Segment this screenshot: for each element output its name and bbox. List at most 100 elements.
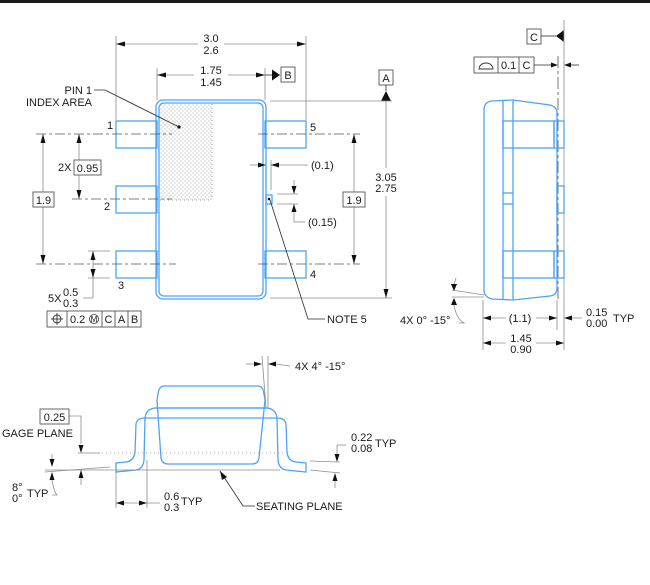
span-left: 1.9 [36,195,51,207]
pin1-label-line2: INDEX AREA [26,97,93,109]
lead-thickness-suffix: TYP [375,438,396,450]
leader-line [69,415,82,444]
position-datum-2: A [118,314,126,326]
standoff-min: 0.00 [586,318,607,330]
dim-line [453,277,457,285]
arrow-icon [254,361,262,367]
note-label: NOTE 5 [327,314,367,326]
side-lead-end [553,250,565,279]
arrow-icon [76,190,82,199]
foot-angle-min: 0° [12,493,23,505]
arrow-icon [451,298,457,305]
ext-line [309,460,341,463]
standoff-max: 0.15 [586,307,607,319]
lead-width-max: 0.5 [63,287,78,299]
datum-a: A [382,73,390,85]
arrow-icon [40,134,46,143]
seating-label: SEATING PLANE [256,501,343,513]
pitch: 0.95 [77,163,98,175]
pin-1 [115,120,158,149]
pin-4 [264,250,307,279]
note5-marker [265,194,273,205]
leader-line [269,199,325,320]
datum-b-box [280,66,296,83]
top-border [0,0,650,3]
side-body [483,99,558,301]
arrow-icon [271,162,279,168]
position-datum-1: C [105,314,113,326]
arrow-icon [551,62,558,68]
arrow-icon [451,284,457,291]
arrow-icon [383,289,389,298]
angle-arc [453,304,466,324]
datum-triangle-icon [556,30,564,42]
gage-value-box [39,408,70,425]
front-body [156,385,266,465]
arrow-icon [78,445,84,453]
foot-length-min: 0.3 [164,502,179,514]
pin1-label-line1: PIN 1 [64,85,92,97]
leader-line [94,89,180,128]
ext-line [44,466,111,473]
lead-width-min: 0.3 [63,298,78,310]
mmc-modifier: M [91,315,98,324]
gage-label: GAGE PLANE [2,428,73,440]
front-lead-outline [115,407,307,473]
side-lead [502,120,555,149]
pin-number-2: 2 [104,201,110,213]
arrow-icon [116,500,124,506]
ext-line [451,289,485,296]
pitch-count: 2X [58,162,72,174]
arrow-icon [40,255,46,264]
arrow-icon [258,162,266,168]
datum-triangle-icon [381,91,391,101]
position-tolerance-value: 0.2 [70,314,85,326]
total-height-max: 1.45 [510,333,531,345]
arrow-icon [157,72,166,78]
arrow-icon [116,41,125,47]
profile-tolerance-frame: 0.1 C [473,56,535,74]
arrow-icon [351,134,357,143]
pin-2 [115,185,158,214]
pin-3 [115,250,158,279]
overall-width-min: 2.6 [203,45,218,57]
leader-dot [177,125,181,129]
mmc-modifier-icon [89,314,99,324]
arrow-icon [78,470,84,478]
package-body-inner [158,102,264,297]
datum-c-box [526,28,542,45]
profile-tolerance-value: 0.1 [501,60,516,72]
arrow-icon [332,473,338,481]
arrow-icon [297,41,306,47]
arrow-icon [220,471,227,480]
arrow-icon [549,315,557,321]
arrow-icon [483,315,491,321]
body-length-min: 2.75 [375,183,396,195]
front-draft-angle: 4X 4° -15° [295,361,345,373]
side-lead [502,250,555,279]
pin-number-4: 4 [310,269,316,281]
pin-number-5: 5 [310,122,316,134]
body-width-max: 1.75 [200,65,221,77]
arrow-icon [291,186,297,194]
arrow-icon [90,251,96,260]
arrow-icon [268,361,276,367]
side-lead-end [553,120,565,149]
span-right-box [342,191,366,208]
pin-5 [264,120,307,149]
note-offset-y: (0.15) [308,217,337,229]
position-icon [51,313,63,325]
lead-thickness-max: 0.22 [351,432,372,444]
ext-line [309,469,341,474]
arrow-icon [334,454,340,462]
datum-b: B [284,70,291,82]
front-view: 0.25 GAGE PLANE SEATING PLANE 8° 0° TYP … [2,355,396,514]
arrow-icon [291,204,297,212]
top-view: 3.0 2.6 B 1.75 1.45 A 3.05 2.75 [26,33,397,328]
position-tolerance-frame: 0.2 M C A B [46,310,142,328]
leader-line [219,470,255,507]
body-length-max: 3.05 [375,172,396,184]
arrow-icon [139,500,147,506]
foot-angle-suffix: TYP [27,488,48,500]
gage-value: 0.25 [44,412,65,424]
